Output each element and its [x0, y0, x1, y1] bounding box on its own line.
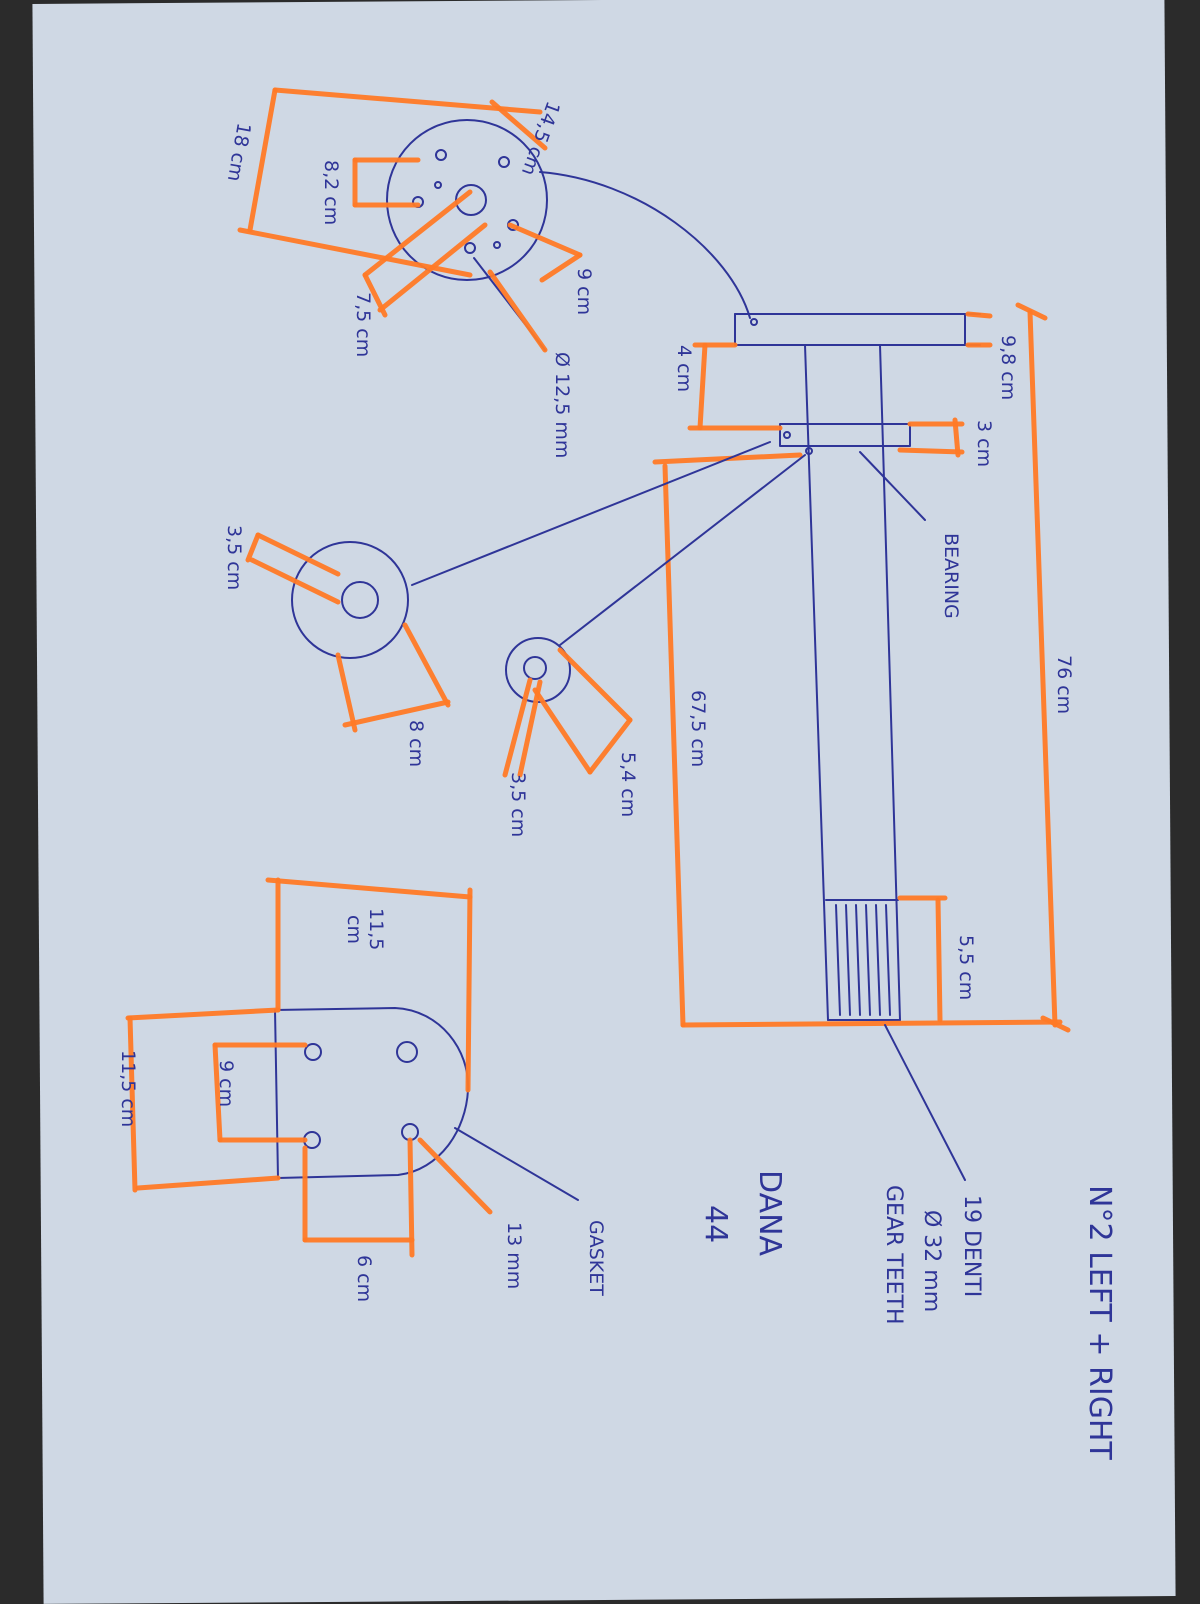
gasket-label: GASKET — [585, 1220, 607, 1296]
gear-teeth-diameter-label: Ø 32 mm — [919, 1210, 944, 1312]
dim-shaft-inner-length: 67,5 cm — [687, 690, 709, 767]
dim-18cm: 18 cm — [223, 121, 255, 183]
gear-teeth-pointer — [884, 1024, 966, 1181]
dim-8-2cm: 8,2 cm — [320, 160, 342, 225]
dim-3-5cm-ring-a: 3,5 cm — [223, 525, 245, 590]
dim-4cm: 4 cm — [673, 345, 695, 392]
dim-shaft-length: 76 cm — [1053, 655, 1075, 714]
dim-5-5cm: 5,5 cm — [955, 935, 977, 1000]
model-number-label: 44 — [698, 1205, 733, 1243]
dim-9cm-gasket: 9 cm — [215, 1060, 237, 1107]
bearing-pointer — [859, 451, 926, 521]
dim-11-5-top-unit: cm — [343, 915, 365, 944]
gasket-drawing — [274, 1007, 579, 1201]
dim-7-5cm: 7,5 cm — [352, 292, 374, 357]
model-name-label: DANA — [752, 1170, 787, 1257]
dim-6cm: 6 cm — [353, 1255, 375, 1302]
dim-5-4cm: 5,4 cm — [617, 752, 639, 817]
flange-dimension-lines — [237, 87, 583, 353]
bearing-rings-drawing — [291, 441, 806, 703]
dim-11-5cm-side: 11,5 cm — [117, 1050, 139, 1127]
dim-3cm: 3 cm — [973, 420, 995, 467]
flange-drawing — [386, 119, 751, 319]
dim-3-5cm-ring-b: 3,5 cm — [507, 772, 529, 837]
dim-13mm: 13 mm — [503, 1222, 525, 1289]
gear-teeth-count-label: 19 DENTI — [959, 1195, 984, 1297]
header-label: N°2 LEFT + RIGHT — [1082, 1185, 1117, 1460]
dim-flange-thickness: 9,8 cm — [997, 335, 1019, 400]
dim-12-5mm: Ø 12,5 mm — [551, 352, 573, 458]
gear-teeth-name-label: GEAR TEETH — [881, 1185, 906, 1325]
gasket-dimension-lines — [125, 877, 493, 1258]
axle-shaft-drawing — [734, 313, 981, 1021]
shaft-dimension-lines — [652, 302, 1071, 1033]
bearing-dimension-lines — [245, 532, 633, 778]
bearing-label: BEARING — [940, 533, 962, 619]
dim-11-5-top: 11,5 — [365, 908, 387, 950]
dim-9cm-flange: 9 cm — [573, 268, 595, 315]
dim-8cm: 8 cm — [405, 720, 427, 767]
